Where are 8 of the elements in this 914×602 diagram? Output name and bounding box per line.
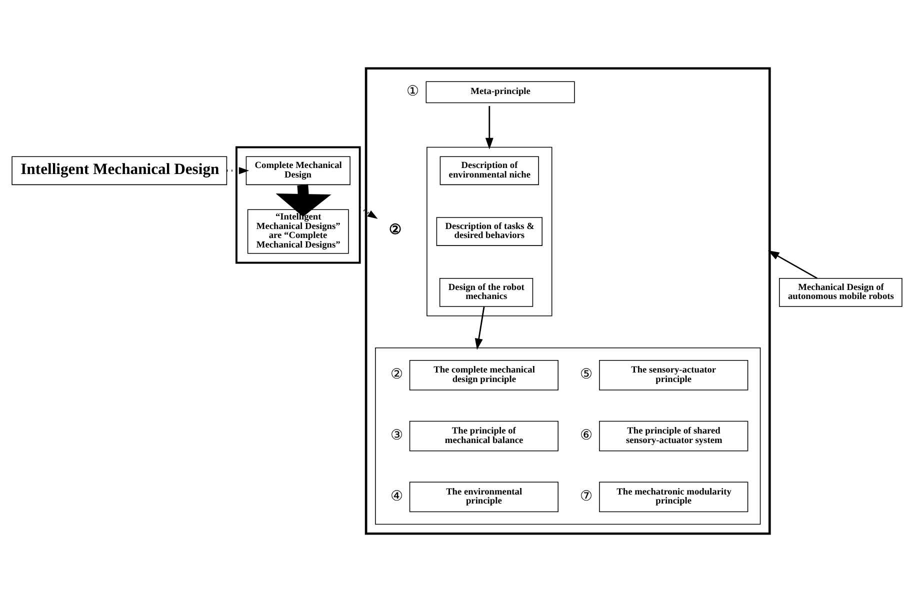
node-label: ⑥ bbox=[580, 427, 593, 444]
node-label: ④ bbox=[390, 488, 404, 504]
node-label: ② bbox=[390, 366, 404, 383]
node-label: ⑦ bbox=[580, 488, 593, 504]
node-text: ② bbox=[389, 222, 402, 238]
node-label: ⑤ bbox=[580, 366, 593, 383]
node-label: ③ bbox=[390, 427, 404, 444]
node-label: ① bbox=[406, 84, 420, 100]
